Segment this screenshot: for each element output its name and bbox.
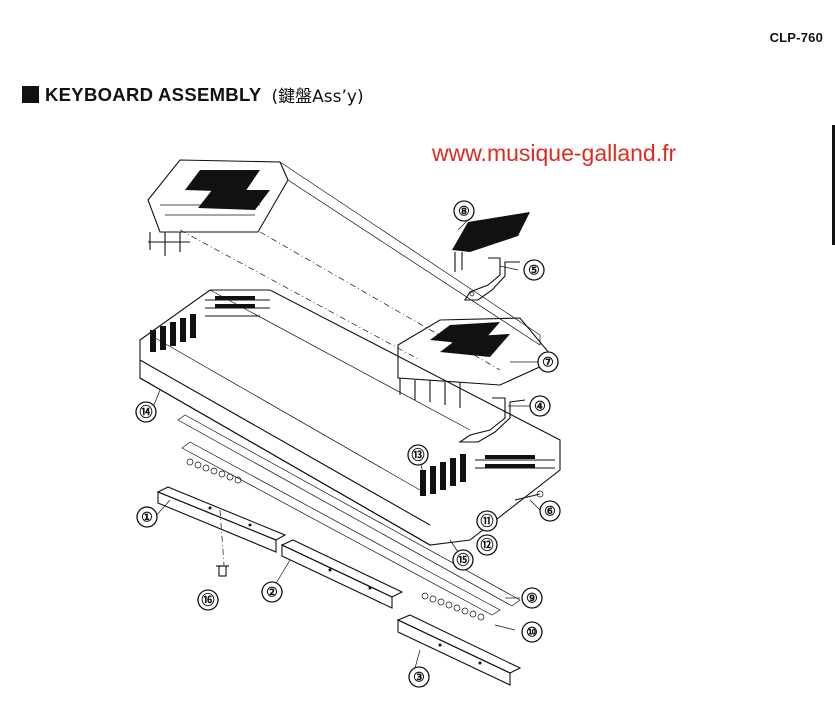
callout-5: ⑤: [523, 259, 545, 281]
svg-text:⑧: ⑧: [458, 204, 470, 219]
callout-9: ⑨: [521, 587, 543, 609]
callout-11: ⑪: [476, 510, 498, 532]
callout-1: ①: [136, 506, 158, 528]
svg-text:⑨: ⑨: [526, 591, 538, 606]
title-square-icon: [22, 86, 39, 103]
svg-text:⑫: ⑫: [480, 538, 493, 553]
callout-14: ⑭: [135, 401, 157, 423]
svg-text:⑤: ⑤: [528, 263, 540, 278]
callout-4: ④: [529, 395, 551, 417]
rails: [177, 414, 521, 621]
bracket-upper: [464, 257, 520, 301]
bottom-plates: [156, 486, 522, 686]
svg-text:⑭: ⑭: [139, 405, 152, 420]
title-text: KEYBOARD ASSEMBLY: [45, 83, 262, 105]
svg-text:⑥: ⑥: [544, 504, 556, 519]
svg-text:⑬: ⑬: [411, 448, 424, 463]
callout-8: ⑧: [453, 200, 475, 222]
callout-6: ⑥: [539, 500, 561, 522]
svg-text:⑮: ⑮: [456, 553, 469, 568]
callout-12: ⑫: [476, 534, 498, 556]
page-edge-bar: [832, 125, 835, 245]
svg-text:⑪: ⑪: [480, 514, 493, 529]
callout-10: ⑩: [521, 621, 543, 643]
screw-part: [216, 509, 229, 577]
page-title: KEYBOARD ASSEMBLY (鍵盤Ass’y): [22, 82, 364, 107]
svg-text:③: ③: [413, 670, 425, 685]
svg-text:④: ④: [534, 399, 546, 414]
svg-text:⑯: ⑯: [201, 593, 214, 608]
callout-15: ⑮: [452, 549, 474, 571]
keyboard-chassis: [139, 289, 561, 546]
callout-3: ③: [408, 666, 430, 688]
callout-13: ⑬: [407, 444, 429, 466]
svg-text:②: ②: [266, 585, 278, 600]
svg-text:⑩: ⑩: [526, 625, 538, 640]
callout-7: ⑦: [537, 351, 559, 373]
model-number: CLP-760: [769, 30, 823, 45]
middle-key-group: [397, 317, 556, 408]
title-subtitle: (鍵盤Ass’y): [271, 87, 364, 107]
pin-part: [514, 490, 544, 501]
callout-2: ②: [261, 581, 283, 603]
callout-16: ⑯: [197, 589, 219, 611]
svg-text:⑦: ⑦: [542, 355, 554, 370]
black-key-strip: [452, 212, 530, 272]
bracket-lower: [458, 397, 526, 443]
watermark-url: www.musique-galland.fr: [432, 140, 677, 166]
svg-text:①: ①: [141, 510, 153, 525]
